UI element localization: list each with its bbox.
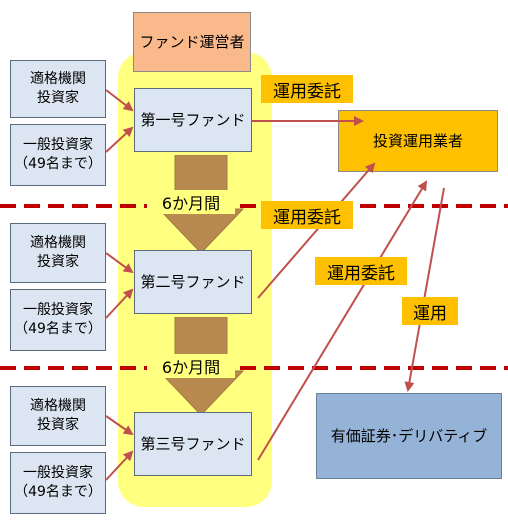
entrust-label-2: 運用委託 — [261, 201, 353, 229]
general-investor-box-2: 一般投資家 （49名まで） — [10, 289, 106, 351]
fund-box-2: 第二号ファンド — [134, 250, 252, 314]
arrow-general-to-fund-1 — [105, 126, 134, 153]
fund-box-3: 第三号ファンド — [134, 412, 252, 476]
entrust-label-3: 運用委託 — [315, 257, 407, 285]
arrow-manager-to-securities — [404, 187, 445, 392]
entrust-label-1: 運用委託 — [261, 75, 353, 103]
securities-derivatives-box: 有価証券･デリバティブ — [316, 393, 502, 479]
period-label-2: 6か月間 — [147, 354, 235, 378]
arrow-qualified-to-fund-3 — [105, 415, 134, 436]
arrow-general-to-fund-2 — [105, 288, 134, 319]
arrow-qualified-to-fund-1 — [105, 89, 134, 112]
fund-box-1: 第一号ファンド — [134, 88, 252, 152]
arrow-fund-3-to-manager — [257, 180, 428, 461]
arrow-qualified-to-fund-2 — [105, 252, 134, 274]
qualified-investor-box-2: 適格機関 投資家 — [10, 223, 106, 283]
general-investor-box-1: 一般投資家 （49名まで） — [10, 124, 106, 186]
general-investor-box-3: 一般投資家 （49名まで） — [10, 452, 106, 514]
period-label-1: 6か月間 — [147, 190, 235, 214]
arrow-general-to-fund-3 — [105, 450, 134, 481]
fund-operator-box: ファンド運営者 — [133, 12, 251, 72]
operate-label: 運用 — [402, 297, 458, 325]
qualified-investor-box-3: 適格機関 投資家 — [10, 386, 106, 446]
qualified-investor-box-1: 適格機関 投資家 — [10, 60, 106, 118]
investment-manager-box: 投資運用業者 — [338, 110, 498, 172]
arrow-fund-2-to-manager — [257, 162, 376, 299]
